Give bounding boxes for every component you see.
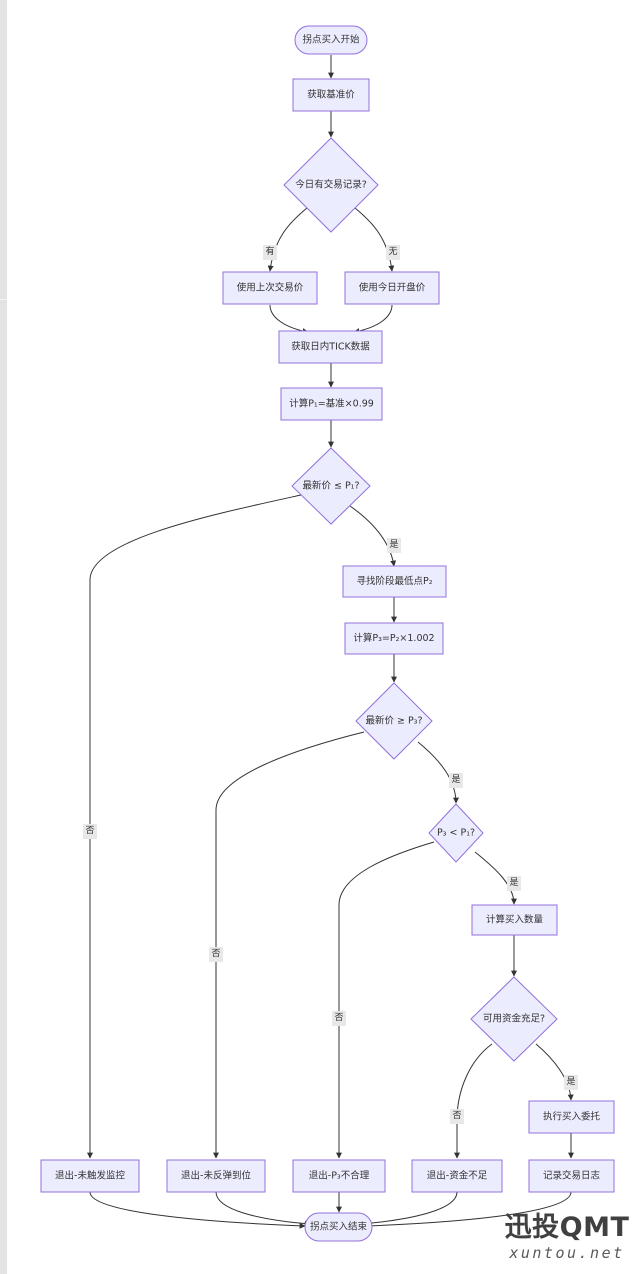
- node-exec-order-shape: [528, 1100, 615, 1134]
- node-shapes: [40, 25, 615, 1242]
- edge-label-no-p3p1: 否: [334, 1012, 343, 1023]
- node-end-shape: [304, 1212, 373, 1242]
- node-use-last-label: 使用上次交易价: [237, 282, 304, 294]
- node-get-tick-shape: [278, 330, 383, 364]
- edge-decp3p1-exit3: [336, 841, 435, 1159]
- edge-hastrade-uselast: [267, 207, 308, 272]
- node-use-open-label: 使用今日开盘价: [359, 282, 426, 294]
- edge-label-bgs: [83, 245, 578, 1124]
- edge-exit1-end: [89, 1191, 306, 1229]
- edge-label-yes-p3p1: 是: [509, 877, 518, 888]
- node-calc-p1-shape: [280, 387, 383, 421]
- node-exit3-shape: [292, 1159, 386, 1193]
- node-dec-p3-label: 最新价 ≥ P₃?: [365, 715, 422, 727]
- node-calc-p3-label: 计算P₃=P₂×1.002: [353, 632, 434, 644]
- node-start-shape: [294, 25, 368, 55]
- edge-decp3p1-calcqty: [474, 851, 517, 905]
- node-end-label: 拐点买入结束: [310, 1221, 368, 1233]
- edge-label-yes-p3: 是: [451, 774, 460, 785]
- edge-label-no-p3: 否: [211, 948, 220, 959]
- node-calc-qty-shape: [471, 904, 558, 936]
- edge-decp3-exit2: [213, 731, 365, 1159]
- edge-label-has: 有: [265, 245, 274, 257]
- edge-exit2-end: [215, 1191, 311, 1227]
- watermark-subtitle: xuntou.net: [509, 1244, 625, 1262]
- edge-decp1-exit1: [87, 494, 302, 1159]
- left-scroll-gutter: [0, 0, 7, 1274]
- node-calc-p1-label: 计算P₁=基准×0.99: [289, 398, 374, 410]
- node-exit1-shape: [40, 1159, 140, 1193]
- node-has-trade-label: 今日有交易记录?: [295, 179, 367, 191]
- edge-label-no-fund: 否: [452, 1110, 461, 1121]
- edge-log-end: [365, 1191, 572, 1229]
- edge-useopen-gettick: [353, 304, 393, 334]
- node-dec-p1-shape: [291, 447, 371, 525]
- edge-uselast-gettick: [269, 304, 309, 334]
- watermark: 迅投QMT xuntou.net: [502, 1212, 632, 1262]
- edge-exit4-end: [359, 1191, 458, 1227]
- node-use-last-shape: [222, 271, 318, 305]
- edges: [87, 55, 574, 1229]
- node-calc-p3-shape: [344, 622, 444, 655]
- node-get-base-shape: [292, 78, 370, 112]
- edge-hastrade-useopen: [354, 207, 395, 272]
- node-exit3-label: 退出-P₃不合理: [309, 1170, 370, 1182]
- node-dec-fund-label: 可用资金充足?: [483, 1013, 545, 1025]
- node-get-base-label: 获取基准价: [307, 89, 355, 101]
- gutter-mark: [0, 299, 7, 300]
- node-calc-qty-label: 计算买入数量: [486, 914, 544, 926]
- node-dec-p3p1-shape: [428, 803, 484, 863]
- node-exec-order-label: 执行买入委托: [543, 1111, 601, 1123]
- node-exit2-shape: [166, 1159, 266, 1193]
- edge-decfund-exec: [535, 1043, 574, 1101]
- node-log-trade-shape: [528, 1159, 615, 1193]
- node-exit4-label: 退出-资金不足: [427, 1170, 488, 1182]
- node-find-low-label: 寻找阶段最低点P₂: [356, 575, 432, 587]
- edge-label-yes-fund: 是: [566, 1076, 575, 1087]
- node-dec-p1-label: 最新价 ≤ P₁?: [302, 480, 359, 492]
- edge-decp1-findlow: [349, 505, 397, 567]
- edge-decp3-decp3p1: [417, 741, 459, 804]
- edge-label-yes-p1: 是: [389, 539, 398, 550]
- edge-label-none: 无: [388, 246, 397, 257]
- watermark-title: 迅投QMT: [504, 1212, 630, 1243]
- node-has-trade-shape: [283, 137, 379, 233]
- edge-decfund-exit4: [454, 1043, 493, 1159]
- node-start-label: 拐点买入开始: [302, 34, 360, 46]
- node-use-open-shape: [344, 271, 440, 305]
- node-dec-p3p1-label: P₃ < P₁?: [437, 828, 475, 839]
- edge-label-no-p1: 否: [85, 825, 94, 836]
- node-exit4-shape: [411, 1159, 503, 1193]
- node-exit1-label: 退出-未触发监控: [55, 1170, 125, 1182]
- node-get-tick-label: 获取日内TICK数据: [291, 341, 370, 353]
- node-find-low-shape: [342, 565, 447, 598]
- node-dec-p3-shape: [355, 682, 433, 760]
- node-dec-fund-shape: [470, 976, 558, 1062]
- node-exit2-label: 退出-未反弹到位: [181, 1170, 251, 1182]
- node-log-trade-label: 记录交易日志: [543, 1170, 600, 1182]
